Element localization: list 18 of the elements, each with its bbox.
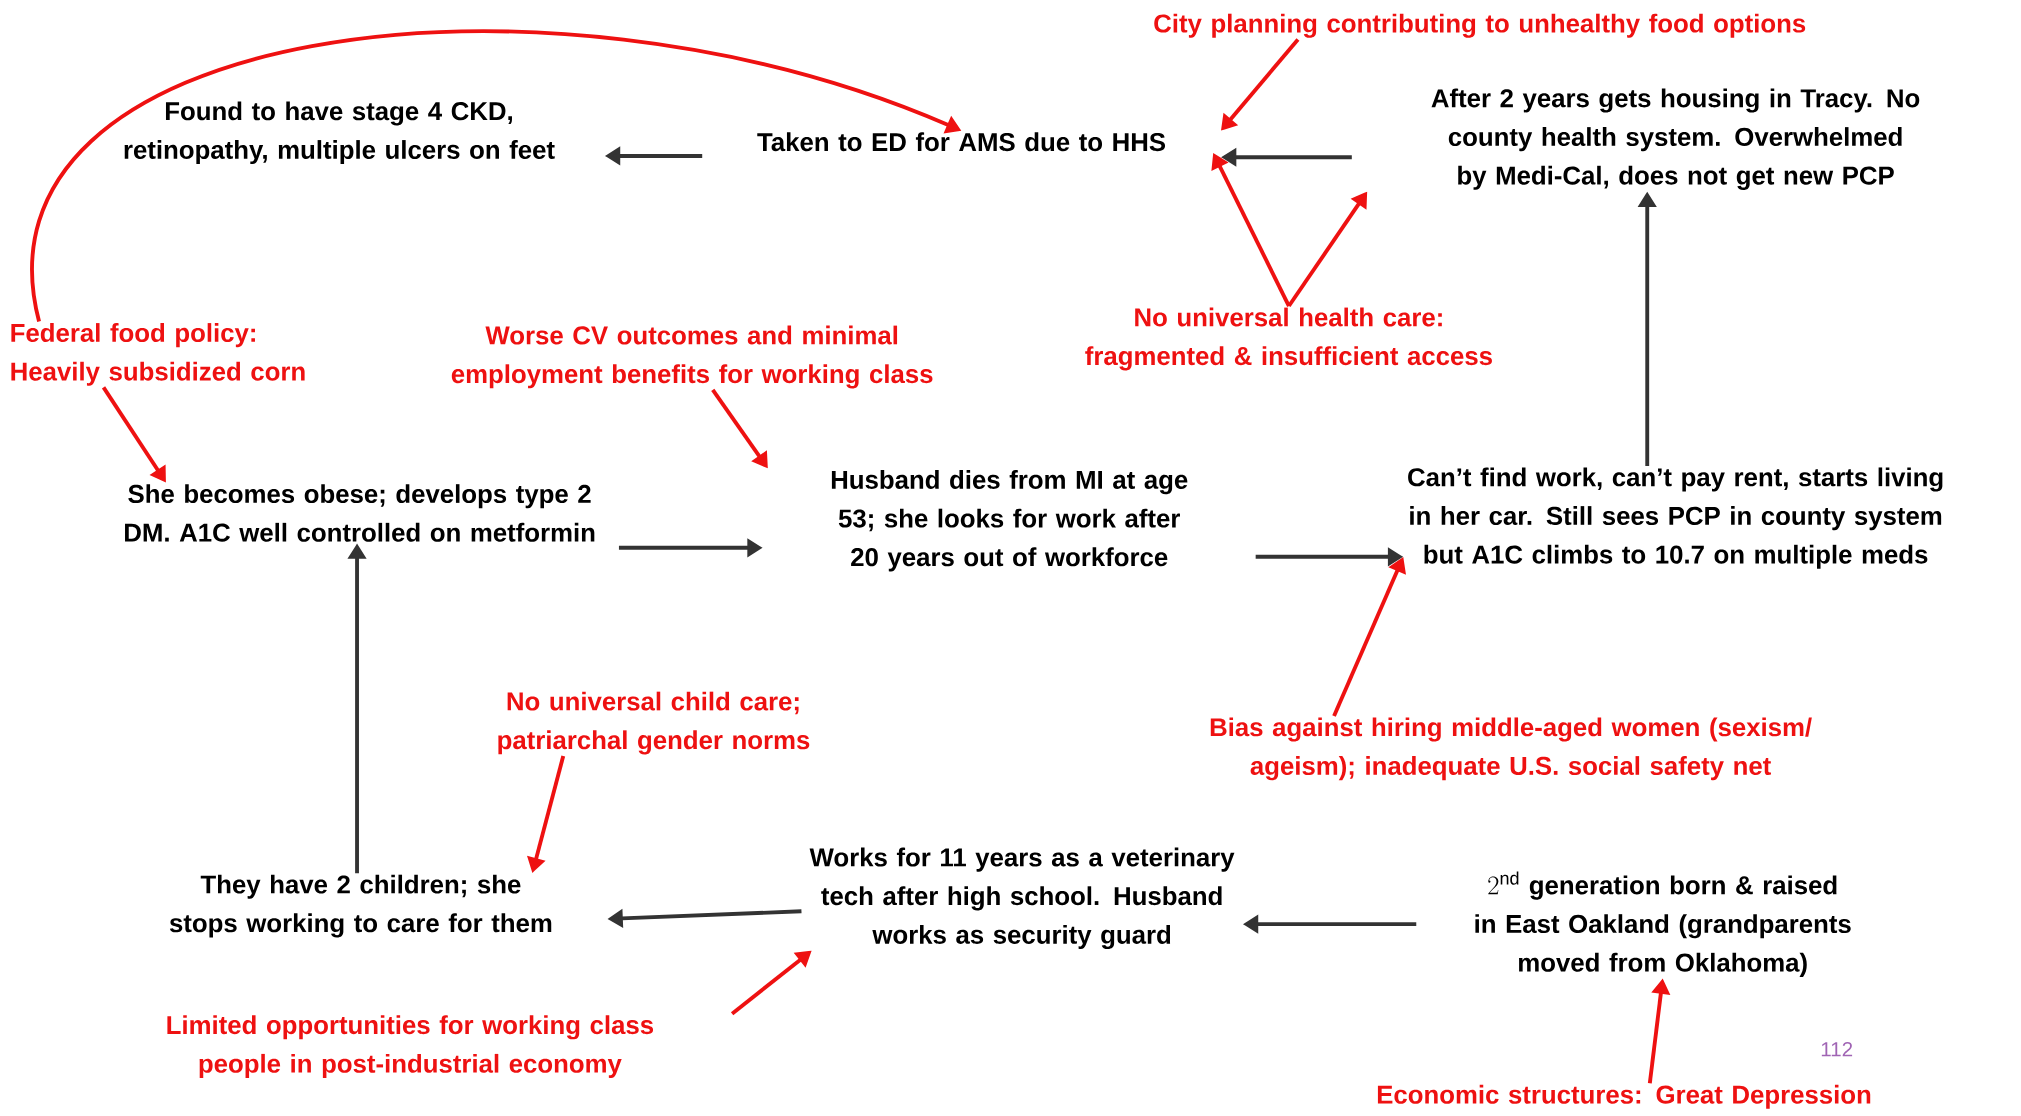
- page-number: 112: [1821, 1041, 1853, 1057]
- event-text: They have 2 children; she stops working to care for them: [169, 874, 552, 938]
- event-text: She becomes obese; develops type 2 DM. A1C well controlled on metformin: [125, 484, 595, 542]
- cause-text: No universal child care; patriarchal gender norms: [498, 691, 810, 755]
- event-text: Found to have stage 4 CKD, retinopathy, multiple ulcers on feet: [124, 101, 555, 165]
- cause-text: Worse CV outcomes and minimal employment benefits for working class: [451, 325, 933, 389]
- cause-text: No universal health care: fragmented & insufficient access: [1085, 307, 1492, 371]
- cause-text: Limited opportunities for working class people in post-industrial economy: [167, 1015, 654, 1078]
- event-text: Can’t find work, can’t pay rent, starts living in her car. Still sees PCP in county system but A1C climbs to 10.7 on multiple meds: [1408, 467, 1943, 569]
- cause-text: Federal food policy: Heavily subsidized corn: [11, 323, 305, 386]
- event-text: Husband dies from MI at age 53; she looks for work after 20 years out of workforce: [831, 469, 1188, 572]
- event-text: Taken to ED for AMS due to HHS: [757, 132, 1166, 152]
- cause-text: Bias against hiring middle-aged women (sexism/ ageism); inadequate U.S. social safety net: [1210, 717, 1812, 781]
- cause-text: City planning contributing to unhealthy food options: [1154, 13, 1806, 38]
- event-text: Works for 11 years as a veterinary tech after high school. Husband works as security guard: [809, 847, 1235, 949]
- cause-text: Economic structures: Great Depression: [1377, 1084, 1871, 1109]
- event-text: $2^{\mathrm{nd}}$ generation born & raised in East Oakland (grandparents moved from Oklahoma): [1475, 871, 1851, 977]
- event-text: After 2 years gets housing in Tracy. No county health system. Overwhelmed by Medi-Cal, does not get new PCP: [1431, 88, 1920, 190]
